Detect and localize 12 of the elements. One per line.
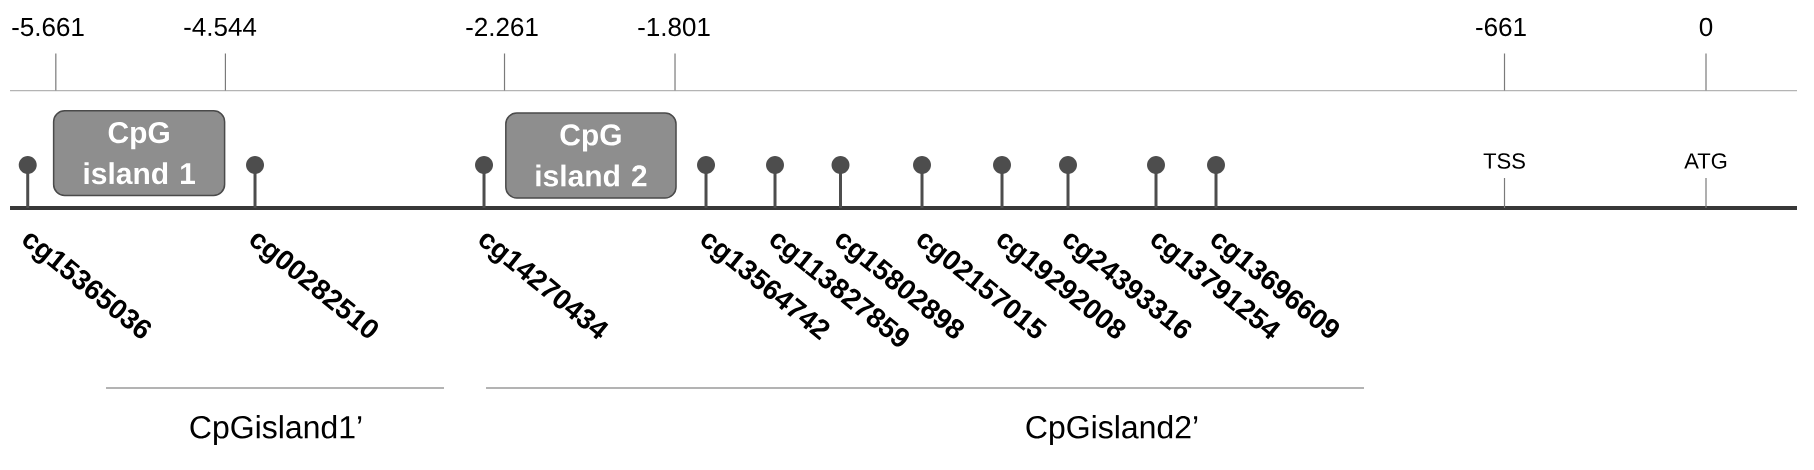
tick-label: -2.261: [466, 17, 538, 37]
island-box: CpG island 2: [505, 112, 677, 199]
tick-label: -4.544: [184, 17, 257, 37]
island-box: CpG island 1: [52, 109, 226, 197]
site-label: ATG: [1684, 153, 1727, 169]
tick-label: -1.801: [638, 17, 710, 37]
region-label: CpGisland2’: [1026, 415, 1198, 445]
tick-label: 0: [1699, 17, 1713, 37]
region-label: CpGisland1’: [190, 415, 362, 445]
site-label: TSS: [1483, 153, 1525, 169]
tick-label: -5.661: [12, 17, 84, 37]
tick-label: -661: [1476, 17, 1526, 37]
